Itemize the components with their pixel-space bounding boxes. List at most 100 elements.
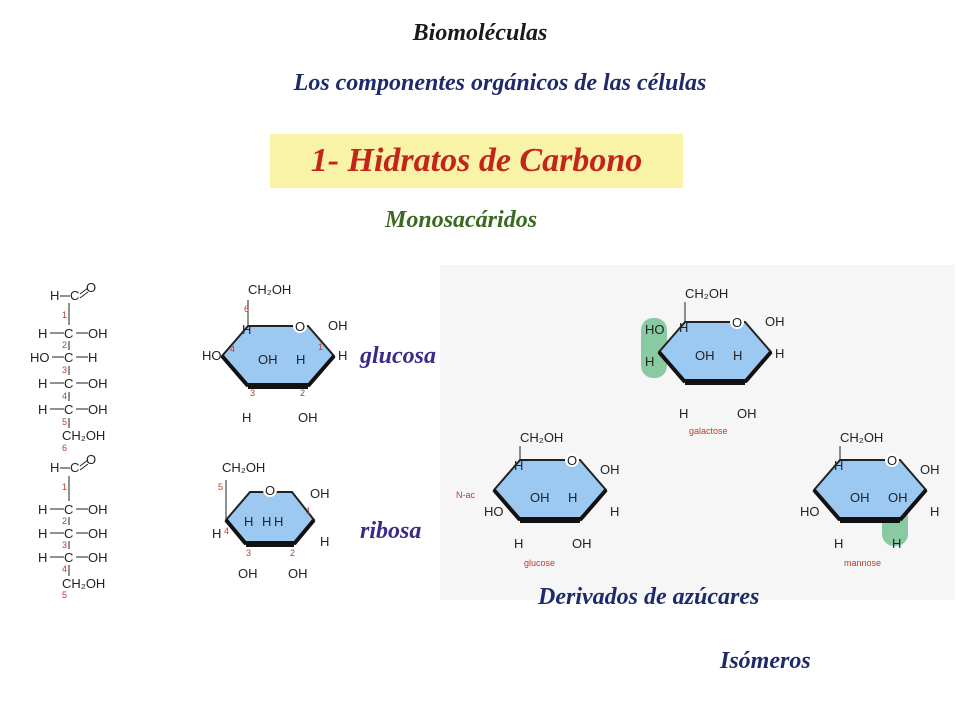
svg-text:H: H [645,354,654,369]
svg-text:H: H [38,402,47,417]
subtitle: Los componentes orgánicos de las células [293,70,707,96]
svg-text:H: H [892,536,901,551]
svg-text:1: 1 [306,506,311,516]
svg-text:OH: OH [572,536,592,551]
svg-text:CH₂OH: CH₂OH [248,282,291,297]
svg-text:2: 2 [300,388,305,398]
svg-text:O: O [887,453,897,468]
svg-text:OH: OH [888,490,908,505]
svg-text:HO: HO [484,504,504,519]
svg-text:OH: OH [850,490,870,505]
svg-text:6: 6 [62,443,67,453]
svg-text:CH₂OH: CH₂OH [62,576,105,591]
svg-text:1: 1 [62,310,67,320]
isomers-label: Isómeros [720,648,811,674]
svg-text:H: H [338,348,347,363]
svg-text:O: O [86,452,96,467]
svg-text:H: H [930,504,939,519]
svg-text:O: O [732,315,742,330]
svg-text:H: H [50,288,59,303]
svg-text:CH₂OH: CH₂OH [222,460,265,475]
svg-text:OH: OH [328,318,348,333]
svg-text:H: H [834,458,843,473]
svg-text:O: O [567,453,577,468]
svg-text:5: 5 [218,482,223,492]
svg-text:OH: OH [920,462,940,477]
svg-text:OH: OH [238,566,258,581]
mannose-haworth: O CH₂OH HO H OH OH OH H H H mannose [800,430,940,568]
glucose-label: glucosa [360,343,437,369]
svg-text:4: 4 [224,526,229,536]
svg-text:CH₂OH: CH₂OH [62,428,105,443]
svg-text:2: 2 [62,516,67,526]
svg-text:HO: HO [202,348,222,363]
svg-text:H: H [514,458,523,473]
svg-text:3: 3 [250,388,255,398]
svg-text:OH: OH [530,490,550,505]
svg-text:OH: OH [88,376,108,391]
svg-text:OH: OH [310,486,330,501]
svg-text:C: C [64,402,73,417]
svg-text:H: H [514,536,523,551]
svg-text:H: H [38,376,47,391]
svg-text:OH: OH [765,314,785,329]
svg-text:C: C [64,376,73,391]
svg-text:H: H [38,502,47,517]
svg-text:H: H [834,536,843,551]
svg-text:CH₂OH: CH₂OH [840,430,883,445]
subject-title: Biomoléculas [412,20,548,46]
svg-text:OH: OH [88,550,108,565]
svg-text:4: 4 [62,391,67,401]
svg-text:HO: HO [645,322,665,337]
n-acetyl-caption: N-ac [456,490,476,500]
svg-text:H: H [242,322,251,337]
ribose-label: ribosa [360,518,422,544]
svg-text:OH: OH [737,406,757,421]
svg-text:C: C [64,550,73,565]
galactose-caption: galactose [689,426,728,436]
section-banner-text: 1- Hidratos de Carbono [310,142,643,179]
svg-text:2: 2 [62,340,67,350]
svg-text:OH: OH [298,410,318,425]
svg-text:C: C [70,460,79,475]
svg-text:2: 2 [290,548,295,558]
svg-text:CH₂OH: CH₂OH [520,430,563,445]
svg-text:H: H [244,514,253,529]
svg-text:4: 4 [62,564,67,574]
svg-text:H: H [38,550,47,565]
svg-text:3: 3 [62,365,67,375]
svg-text:OH: OH [88,502,108,517]
svg-text:H: H [296,352,305,367]
image-background [440,265,955,600]
svg-text:C: C [70,288,79,303]
section-banner: 1- Hidratos de Carbono [270,134,683,188]
svg-text:C: C [64,502,73,517]
svg-text:3: 3 [246,548,251,558]
svg-text:H: H [262,514,271,529]
svg-text:HO: HO [800,504,820,519]
svg-text:H: H [775,346,784,361]
svg-text:C: C [64,350,73,365]
svg-text:C: C [64,326,73,341]
svg-text:OH: OH [695,348,715,363]
svg-text:1: 1 [62,482,67,492]
svg-text:5: 5 [62,590,67,600]
svg-text:5: 5 [62,417,67,427]
svg-text:4: 4 [230,344,235,354]
svg-text:H: H [320,534,329,549]
svg-text:3: 3 [62,540,67,550]
section-heading: Monosacáridos [385,207,538,233]
svg-text:OH: OH [88,326,108,341]
svg-text:O: O [265,483,275,498]
svg-text:C: C [64,526,73,541]
mannose-caption: mannose [844,558,881,568]
svg-text:H: H [610,504,619,519]
svg-text:H: H [733,348,742,363]
